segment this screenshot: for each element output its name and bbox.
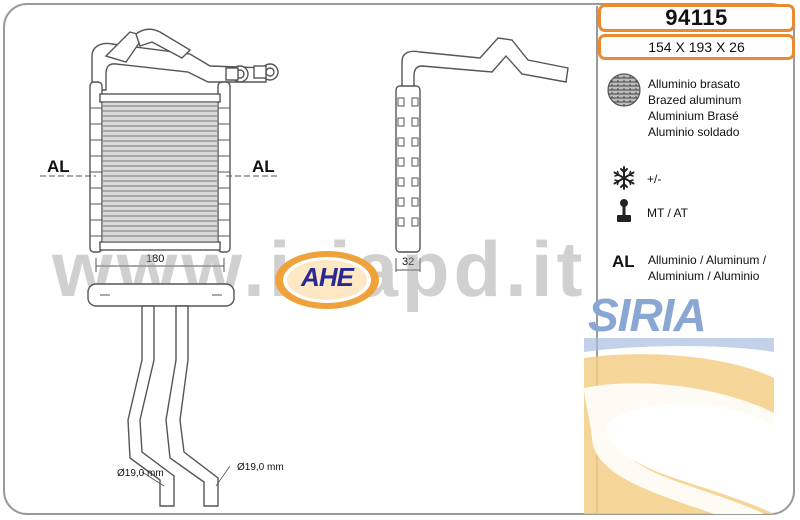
product-code: 94115 (598, 4, 795, 32)
main-frame (3, 3, 795, 515)
panel-divider (596, 6, 598, 514)
snowflake-icon (613, 166, 635, 190)
heater-core-front-view (40, 28, 280, 272)
frost-value: +/- (647, 172, 662, 186)
al-symbol: AL (612, 252, 635, 271)
material-line-it: Alluminio brasato (648, 77, 741, 91)
heater-core-bottom-view (87, 283, 235, 507)
al-description: Alluminio / Aluminum / Aluminium / Alumi… (648, 252, 766, 284)
pipe-diameter-left: Ø19,0 mm (117, 468, 164, 479)
product-code-text: 94115 (665, 5, 728, 30)
siria-logo-road (584, 338, 774, 514)
pipe-diameter-right: Ø19,0 mm (237, 462, 284, 473)
material-line-fr: Aluminium Brasé (648, 109, 739, 123)
gear-shift-icon (617, 199, 631, 222)
al-line-2: Aluminium / Aluminio (648, 269, 760, 283)
ahe-logo-emblem (275, 251, 379, 309)
section-label-left: AL (47, 157, 70, 176)
al-line-1: Alluminio / Aluminum / (648, 253, 767, 267)
material-description: Alluminio brasato Brazed aluminum Alumin… (648, 76, 741, 140)
width-dimension-label: 180 (146, 253, 165, 265)
siria-logo: SIRIA (588, 289, 707, 341)
ahe-logo: AHE (301, 262, 354, 292)
material-line-es: Aluminio soldado (648, 125, 740, 139)
heater-core-side-view (395, 37, 569, 272)
transmission-value: MT / AT (647, 206, 688, 220)
depth-dimension-label: 32 (402, 256, 415, 268)
product-dimensions-text: 154 X 193 X 26 (648, 39, 745, 55)
section-label-right: AL (252, 157, 275, 176)
product-dimensions: 154 X 193 X 26 (598, 34, 795, 60)
material-line-en: Brazed aluminum (648, 93, 742, 107)
brazed-aluminum-icon (607, 73, 641, 107)
